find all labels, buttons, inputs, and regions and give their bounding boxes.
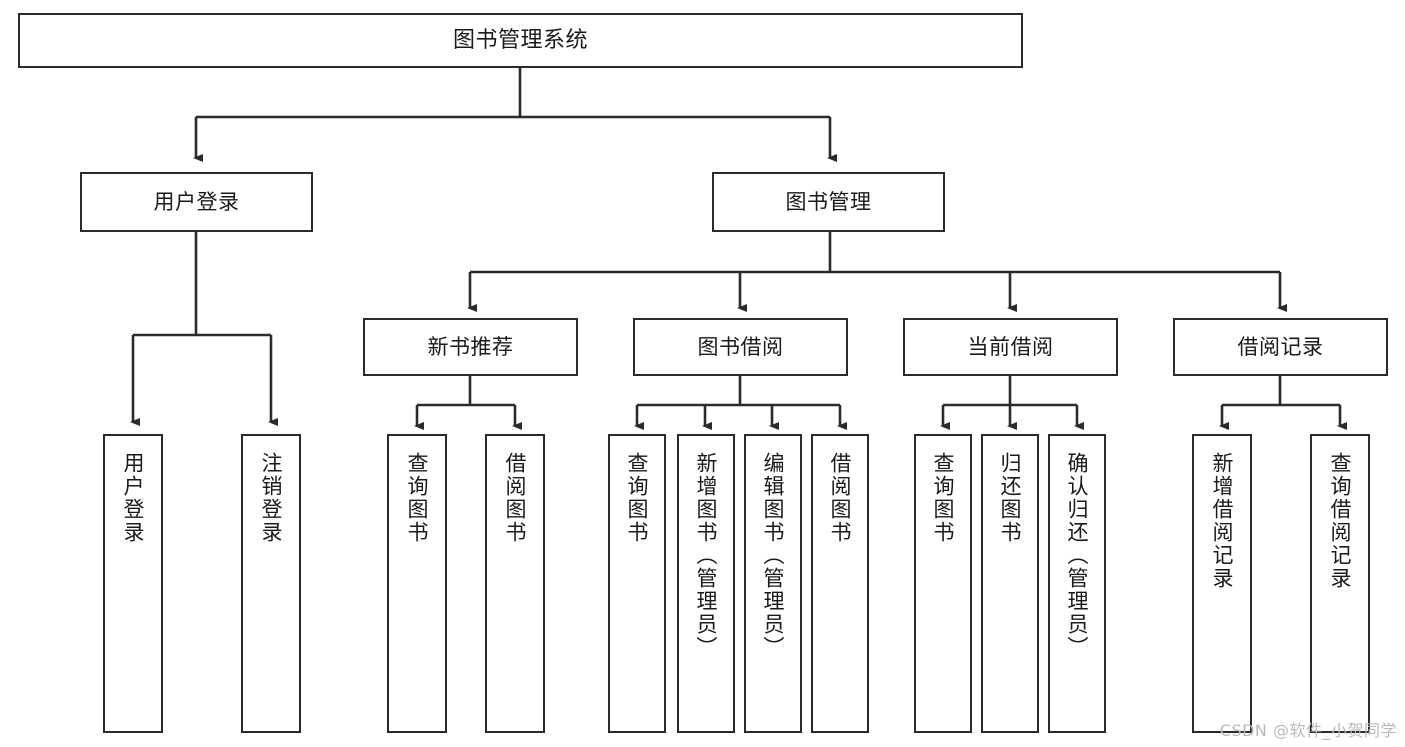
leaf-current-query-book[interactable]: 查询图书	[914, 434, 972, 733]
leaf-user-login-logout[interactable]: 注销登录	[241, 434, 301, 733]
node-label: 用户登录	[121, 452, 146, 544]
node-borrow-record[interactable]: 借阅记录	[1173, 318, 1388, 376]
node-book-management[interactable]: 图书管理	[712, 172, 945, 232]
node-user-login[interactable]: 用户登录	[80, 172, 313, 232]
node-label: 图书管理	[785, 189, 872, 214]
node-label: 用户登录	[153, 189, 240, 214]
leaf-current-confirm-return-admin[interactable]: 确认归还（管理员）	[1048, 434, 1106, 733]
node-label: 编辑图书（管理员）	[761, 452, 786, 659]
node-book-borrow[interactable]: 图书借阅	[633, 318, 848, 376]
node-label: 新增图书（管理员）	[694, 452, 719, 659]
leaf-record-query-record[interactable]: 查询借阅记录	[1310, 434, 1370, 733]
node-root-system[interactable]: 图书管理系统	[18, 13, 1023, 68]
node-label: 借阅图书	[828, 452, 853, 544]
leaf-recommend-borrow-book[interactable]: 借阅图书	[485, 434, 545, 733]
node-current-borrow[interactable]: 当前借阅	[903, 318, 1118, 376]
node-label: 查询图书	[405, 452, 430, 544]
node-label: 借阅记录	[1237, 334, 1324, 359]
node-label: 查询图书	[931, 452, 956, 544]
node-label: 图书借阅	[697, 334, 784, 359]
node-label: 确认归还（管理员）	[1065, 452, 1090, 659]
node-label: 新增借阅记录	[1210, 452, 1235, 590]
node-label: 注销登录	[259, 452, 284, 544]
leaf-record-add-record[interactable]: 新增借阅记录	[1192, 434, 1252, 733]
node-label: 查询借阅记录	[1328, 452, 1353, 590]
node-label: 归还图书	[998, 452, 1023, 544]
leaf-borrow-add-book-admin[interactable]: 新增图书（管理员）	[677, 434, 735, 733]
node-label: 新书推荐	[427, 334, 514, 359]
leaf-recommend-query-book[interactable]: 查询图书	[387, 434, 447, 733]
leaf-borrow-query-book[interactable]: 查询图书	[608, 434, 666, 733]
node-label: 图书管理系统	[452, 27, 588, 53]
node-label: 当前借阅	[967, 334, 1054, 359]
node-label: 借阅图书	[503, 452, 528, 544]
node-label: 查询图书	[625, 452, 650, 544]
leaf-user-login-login[interactable]: 用户登录	[103, 434, 163, 733]
leaf-current-return-book[interactable]: 归还图书	[981, 434, 1039, 733]
node-new-book-recommend[interactable]: 新书推荐	[363, 318, 578, 376]
leaf-borrow-borrow-book[interactable]: 借阅图书	[811, 434, 869, 733]
leaf-borrow-edit-book-admin[interactable]: 编辑图书（管理员）	[744, 434, 802, 733]
